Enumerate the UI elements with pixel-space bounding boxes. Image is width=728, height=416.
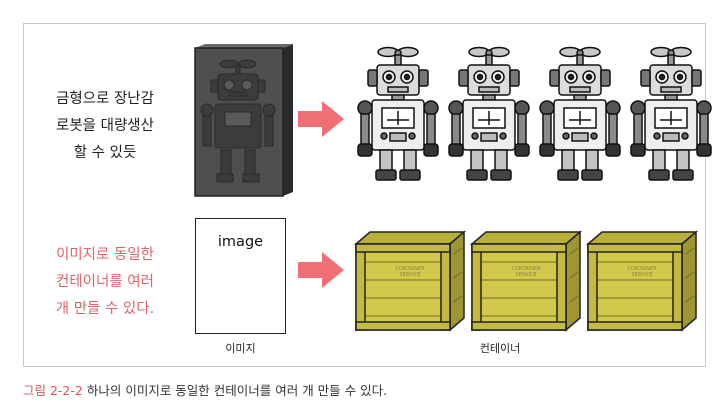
svg-text:SERVICE: SERVICE — [631, 272, 652, 278]
robot-3 — [539, 46, 621, 181]
image-description-line-3: 개 만들 수 있다. — [55, 301, 155, 317]
robot-copies — [357, 46, 712, 181]
svg-text:CONTAINER: CONTAINER — [627, 266, 657, 272]
robot-2 — [448, 46, 530, 181]
robot-1 — [357, 46, 439, 181]
container-crate-1: CONTAINER SERVICE — [353, 230, 467, 332]
robot-mold — [194, 44, 293, 197]
mold-description-line-2: 로봇을 대량생산 — [56, 118, 154, 134]
mold-to-robots-arrow — [298, 101, 344, 137]
svg-text:CONTAINER: CONTAINER — [511, 266, 541, 272]
mold-description-line-1: 금형으로 장난감 — [56, 91, 154, 107]
image-description: 이미지로 동일한 컨테이너를 여러 개 만들 수 있다. — [25, 242, 185, 323]
figure-number: 그림 2-2-2 — [23, 383, 83, 398]
container-crate-2: CONTAINER SERVICE — [469, 230, 583, 332]
container-label: 컨테이너 — [479, 342, 521, 355]
svg-text:CONTAINER: CONTAINER — [395, 266, 425, 272]
image-to-containers-arrow — [298, 252, 344, 288]
image-box-text: image — [217, 234, 264, 250]
figure-caption-text: 하나의 이미지로 동일한 컨테이너를 여러 개 만들 수 있다. — [86, 383, 388, 398]
mold-description: 금형으로 장난감 로봇을 대량생산 할 수 있듯 — [25, 86, 185, 167]
svg-text:SERVICE: SERVICE — [399, 272, 420, 278]
svg-text:SERVICE: SERVICE — [515, 272, 536, 278]
container-crate-3: CONTAINER SERVICE — [585, 230, 699, 332]
image-description-line-1: 이미지로 동일한 — [56, 247, 154, 263]
image-description-line-2: 컨테이너를 여러 — [56, 274, 154, 290]
image-box: image — [195, 218, 286, 334]
robot-4 — [630, 46, 712, 181]
image-label: 이미지 — [225, 342, 256, 355]
container-copies: CONTAINER SERVICE CONTAINER SERVICE — [353, 230, 699, 332]
mold-description-line-3: 할 수 있듯 — [73, 145, 137, 161]
figure-caption: 그림 2-2-2 하나의 이미지로 동일한 컨테이너를 여러 개 만들 수 있다… — [23, 380, 387, 399]
